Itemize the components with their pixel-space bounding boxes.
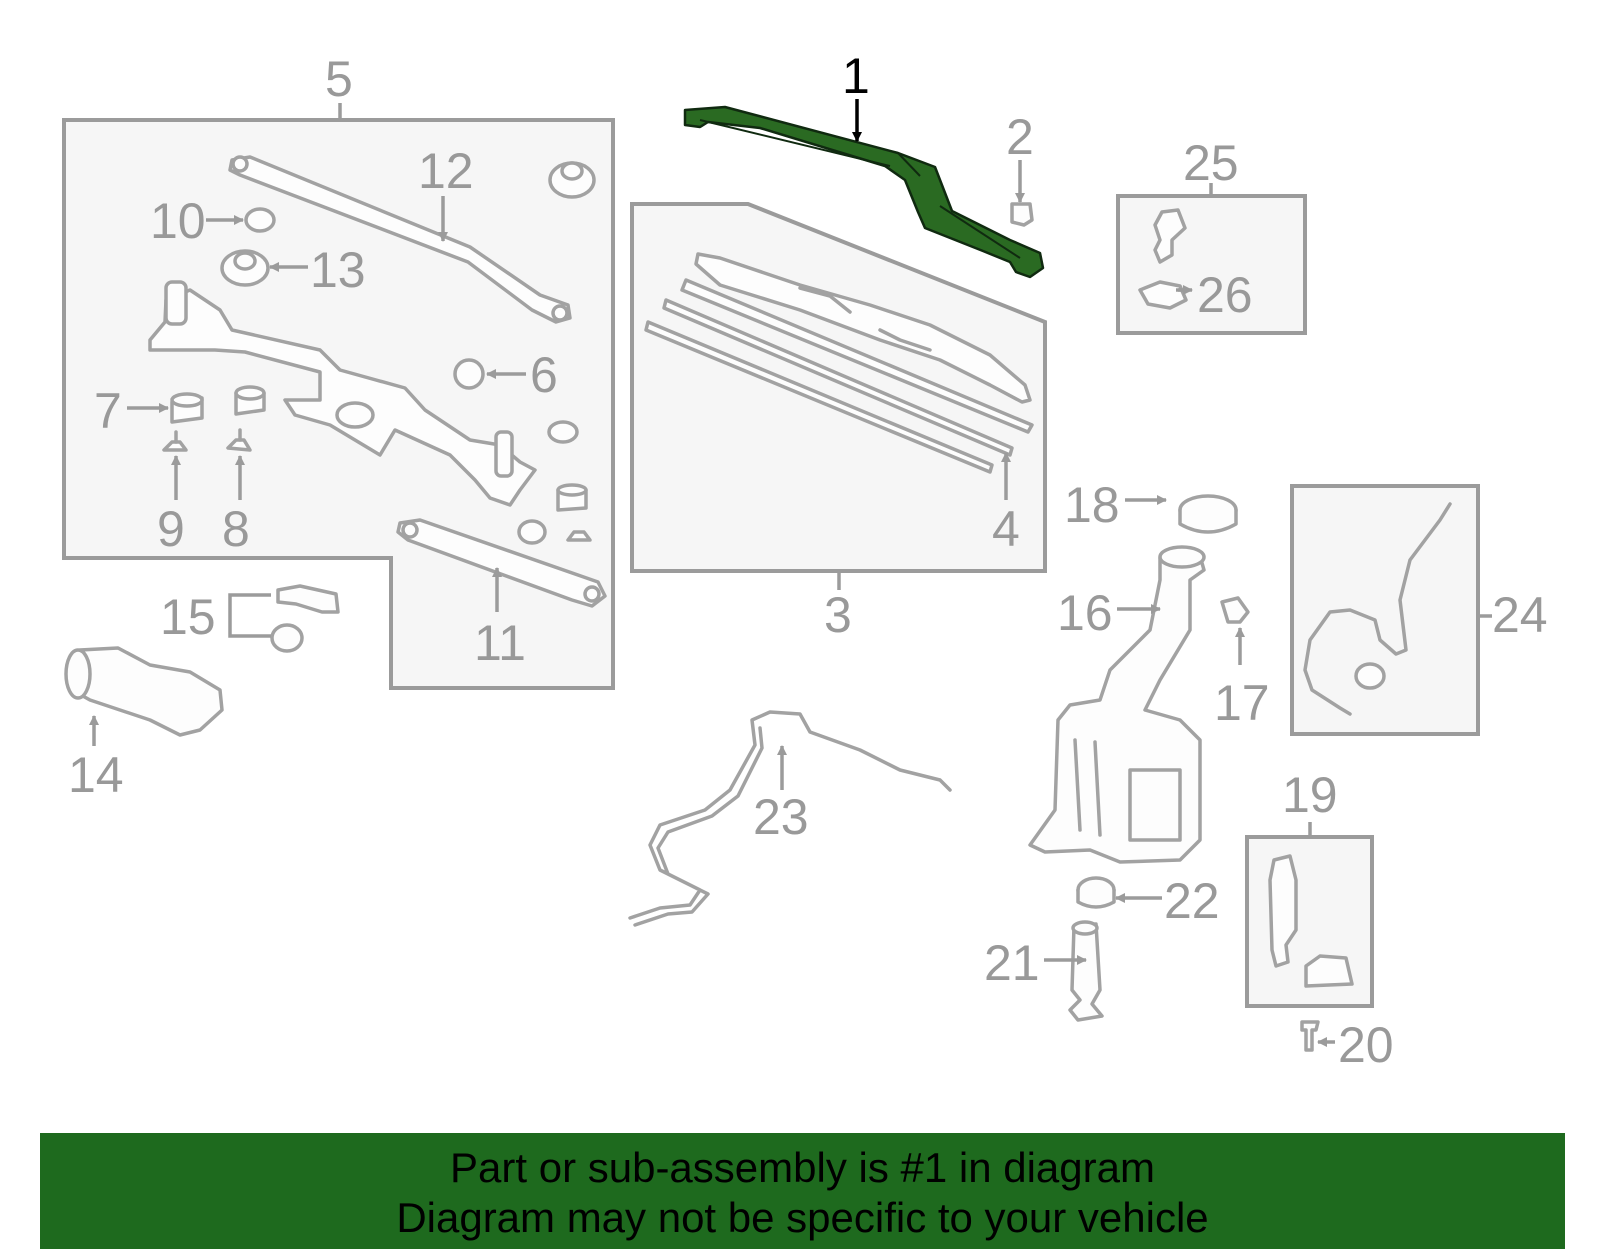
cap-part-19 [1304, 954, 1354, 988]
washer-pump-part-21 [1068, 922, 1104, 1022]
wiper-motor-part-14 [68, 646, 224, 737]
nut-cap-part-2 [1010, 202, 1034, 227]
blade-strip-a [680, 278, 1034, 434]
blade-strip-c [644, 320, 994, 474]
callout-15: 15 [160, 589, 216, 645]
callout-9: 9 [157, 501, 185, 557]
callout-25: 25 [1183, 135, 1239, 191]
callout-8: 8 [222, 501, 250, 557]
pump-part-19 [1268, 854, 1298, 968]
group-box-25 [1116, 194, 1307, 335]
callout-19: 19 [1282, 767, 1338, 823]
callout-14: 14 [68, 747, 124, 803]
wiper-linkage-assembly [148, 288, 537, 507]
screw-part-20 [1300, 1020, 1320, 1052]
callout-11: 11 [474, 615, 526, 671]
connector-part-24 [1354, 662, 1386, 690]
callout-26: 26 [1197, 267, 1253, 323]
callout-3: 3 [824, 587, 852, 643]
banner-line-2: Diagram may not be specific to your vehi… [396, 1194, 1209, 1241]
bolt-part-9 [162, 440, 188, 452]
wiper-arm-part-1[interactable] [683, 105, 1045, 279]
harness-part-24 [1303, 502, 1452, 716]
nut-part-15 [270, 623, 304, 653]
callout-6: 6 [530, 347, 558, 403]
callout-1: 1 [842, 48, 870, 104]
callout-23: 23 [753, 789, 809, 845]
callout-5: 5 [325, 51, 353, 107]
linkage-rod-part-11 [396, 518, 607, 608]
callout-22: 22 [1164, 873, 1220, 929]
callout-10: 10 [150, 193, 206, 249]
info-banner: Part or sub-assembly is #1 in diagram Di… [40, 1133, 1565, 1249]
wiper-blade-part-3 [694, 252, 1032, 404]
callout-20: 20 [1338, 1017, 1394, 1073]
callout-2: 2 [1006, 109, 1034, 165]
callout-17: 17 [1214, 675, 1270, 731]
bushing-part-6 [453, 358, 485, 390]
callout-16: 16 [1057, 585, 1113, 641]
bushing-part-10 [244, 207, 276, 233]
callout-18: 18 [1064, 477, 1120, 533]
bolt-part-17 [1220, 596, 1250, 624]
group-box-3 [630, 202, 1047, 573]
clip-part-25 [1153, 208, 1187, 264]
bracket-part-15 [276, 584, 340, 614]
seal-part-26 [1138, 280, 1188, 310]
washer-reservoir-part-16 [1028, 554, 1206, 864]
callout-12: 12 [418, 143, 474, 199]
callout-24: 24 [1492, 587, 1548, 643]
callout-4: 4 [992, 501, 1020, 557]
callout-7: 7 [94, 383, 122, 439]
washer-hose-part-23 [628, 710, 952, 927]
callout-21: 21 [984, 935, 1040, 991]
group-box-24 [1290, 484, 1480, 736]
bolt-part-8 [226, 438, 252, 452]
callout-13: 13 [310, 242, 366, 298]
banner-line-1: Part or sub-assembly is #1 in diagram [450, 1144, 1155, 1191]
